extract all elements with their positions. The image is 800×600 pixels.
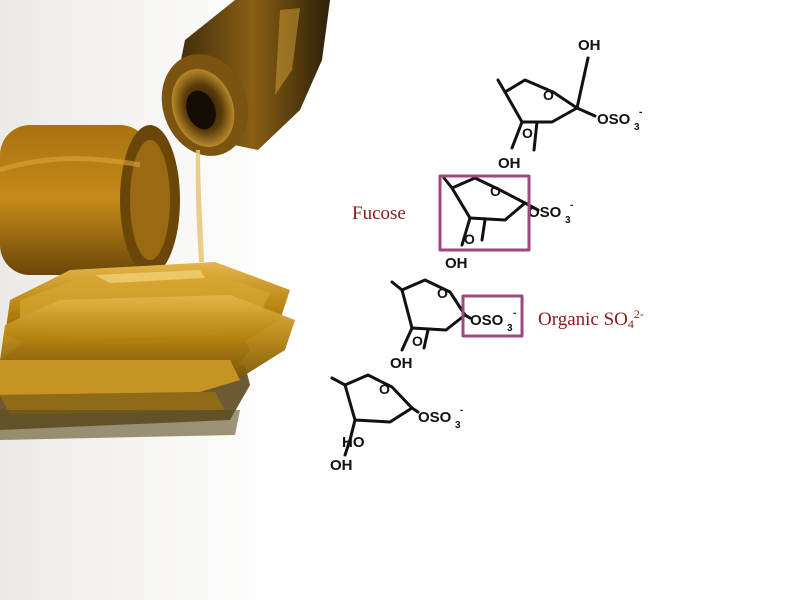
ring-3-link-o: O [412,333,423,349]
svg-text:3: 3 [565,215,571,226]
organic-sulfate-subscript: 4 [627,317,634,331]
svg-text:OSO: OSO [418,409,452,426]
ring-1-oh-top: OH [578,37,601,54]
ring-2-oh: OH [445,255,468,272]
gelatin-sheet-stack [0,262,295,440]
seaweed-sheets-photo [0,0,330,440]
svg-text:-: - [513,308,516,319]
ring-3-oh: OH [390,355,413,372]
ring-4-oh: OH [330,457,353,474]
svg-text:3: 3 [634,122,640,133]
ring-3-ring-o: O [437,285,448,301]
fucose-ring-4 [330,373,420,457]
ring-1-link-o: O [522,125,533,141]
svg-text:-: - [639,107,642,118]
svg-text:OSO: OSO [470,312,504,329]
sulfate-highlight-box [461,294,524,338]
liquid-stream [195,150,204,262]
organic-sulfate-text: Organic SO [538,309,628,330]
ring-2-sulfate: OSO 3 - [528,200,573,226]
ring-4-ring-o: O [379,381,390,397]
ring-1-oh-bottom: OH [498,155,521,172]
fucose-highlight-box [438,174,531,252]
fucose-ring-2 [442,176,540,247]
svg-text:3: 3 [455,420,461,431]
ring-1-ring-o: O [543,87,554,103]
fucose-label: Fucose [352,203,406,224]
ring-2-ring-o: O [490,183,501,199]
ring-1-sulfate: OSO 3 - [597,107,642,133]
organic-sulfate-charge: 2- [633,307,644,321]
fucose-ring-3 [390,278,472,352]
oil-bottle [161,0,330,156]
gelatin-roll [0,125,180,275]
ring-3-sulfate: OSO 3 - [470,308,516,334]
organic-sulfate-label: Organic SO42- [538,307,644,332]
ring-4-sulfate: OSO 3 - [418,405,463,431]
fucose-ring-1 [496,56,597,152]
fucoidan-structure: OH O OSO 3 - OH O O O OSO 3 - OH [330,37,642,474]
ring-4-ho: HO [342,434,365,451]
svg-text:3: 3 [507,323,513,334]
svg-text:OSO: OSO [528,204,562,221]
svg-text:OSO: OSO [597,111,631,128]
svg-text:-: - [460,405,463,416]
svg-text:-: - [570,200,573,211]
ring-2-link-o: O [464,231,475,247]
